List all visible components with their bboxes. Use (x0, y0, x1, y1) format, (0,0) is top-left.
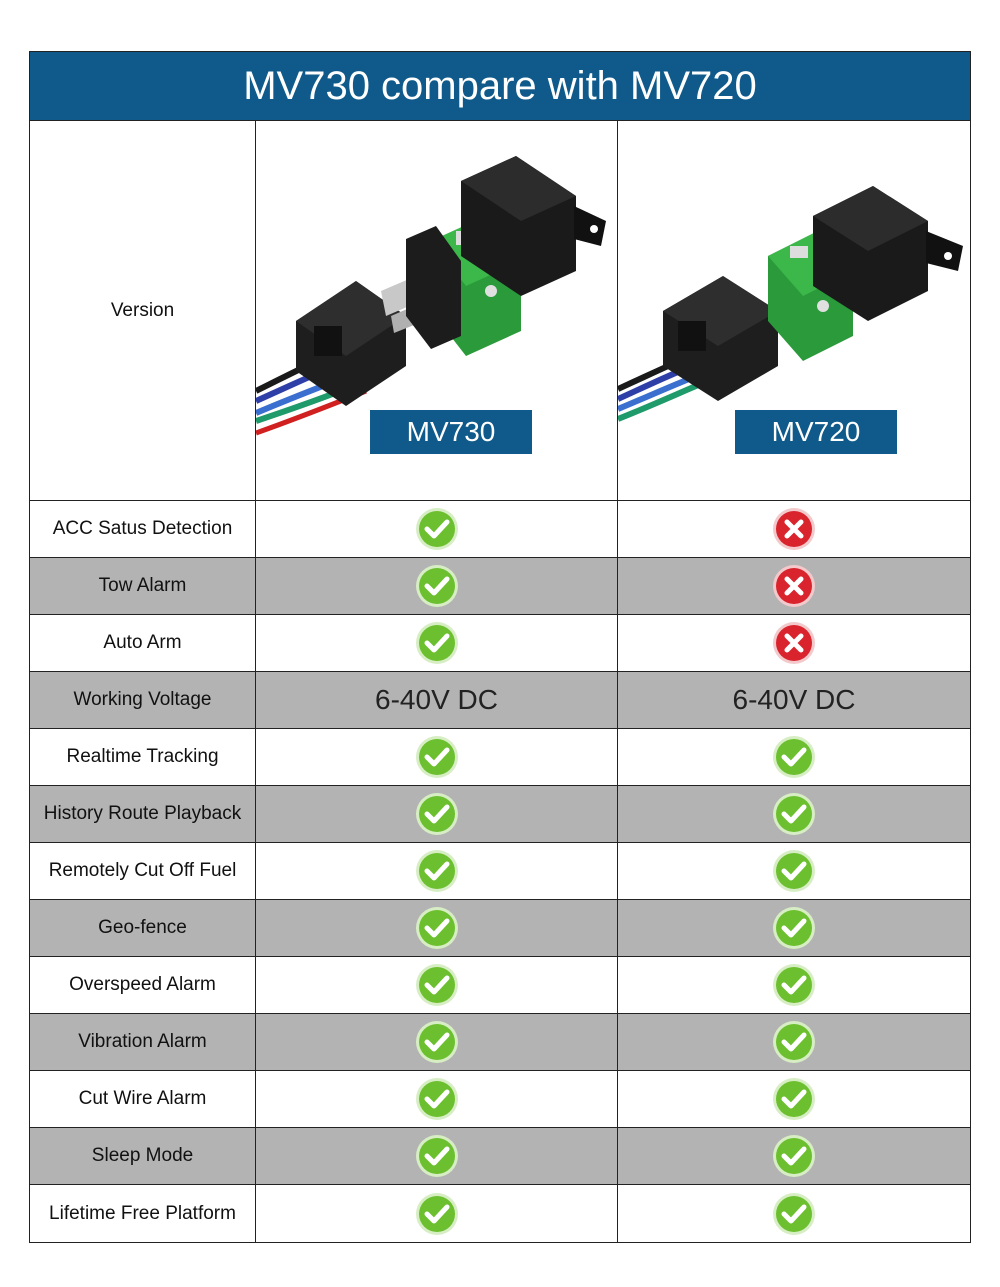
check-icon (773, 1078, 815, 1120)
mv720-cell: 6-40V DC (618, 672, 970, 728)
check-icon (415, 1078, 458, 1120)
check-icon (773, 907, 815, 949)
table-title: MV730 compare with MV720 (30, 52, 970, 121)
mv720-cell (618, 1185, 970, 1242)
cross-icon (773, 508, 815, 550)
relay-device-image (256, 156, 606, 436)
model-badge-mv720: MV720 (735, 410, 897, 454)
table-row: Realtime Tracking (30, 729, 970, 786)
mv720-cell (618, 1014, 970, 1070)
feature-label: History Route Playback (30, 786, 256, 842)
mv730-cell (256, 1185, 618, 1242)
feature-label: Cut Wire Alarm (30, 1071, 256, 1127)
mv720-cell (618, 615, 970, 671)
feature-label: Realtime Tracking (30, 729, 256, 785)
model-badge-mv730: MV730 (370, 410, 532, 454)
table-row: Vibration Alarm (30, 1014, 970, 1071)
mv730-cell (256, 1071, 618, 1127)
feature-label: Geo-fence (30, 900, 256, 956)
voltage-value: 6-40V DC (732, 684, 856, 715)
voltage-value: 6-40V DC (375, 684, 498, 715)
comparison-table: MV730 compare with MV720 Version (29, 51, 971, 1243)
check-icon (415, 850, 458, 892)
feature-label: Working Voltage (30, 672, 256, 728)
mv730-cell (256, 558, 618, 614)
feature-label: Lifetime Free Platform (30, 1185, 256, 1242)
mv730-cell (256, 786, 618, 842)
check-icon (415, 964, 458, 1006)
mv720-cell (618, 729, 970, 785)
check-icon (415, 1192, 458, 1235)
version-row: Version (30, 121, 970, 501)
check-icon (773, 1021, 815, 1063)
mv720-cell (618, 900, 970, 956)
check-icon (415, 508, 458, 550)
feature-label: Auto Arm (30, 615, 256, 671)
version-label: Version (30, 121, 256, 500)
mv720-cell (618, 1071, 970, 1127)
mv720-cell (618, 957, 970, 1013)
check-icon (415, 1021, 458, 1063)
mv730-cell (256, 1014, 618, 1070)
mv730-cell: 6-40V DC (256, 672, 618, 728)
check-icon (415, 622, 458, 664)
mv730-cell (256, 729, 618, 785)
mv720-cell (618, 1128, 970, 1184)
mv730-cell (256, 1128, 618, 1184)
mv720-cell (618, 501, 970, 557)
table-row: History Route Playback (30, 786, 970, 843)
check-icon (773, 793, 815, 835)
feature-label: Overspeed Alarm (30, 957, 256, 1013)
mv730-cell (256, 843, 618, 899)
mv730-cell (256, 900, 618, 956)
table-row: Working Voltage 6-40V DC 6-40V DC (30, 672, 970, 729)
product-mv720: MV720 (618, 121, 970, 500)
feature-label: Vibration Alarm (30, 1014, 256, 1070)
table-row: Auto Arm (30, 615, 970, 672)
mv730-cell (256, 615, 618, 671)
check-icon (773, 1135, 815, 1177)
check-icon (415, 565, 458, 607)
table-row: Sleep Mode (30, 1128, 970, 1185)
feature-label: Sleep Mode (30, 1128, 256, 1184)
check-icon (415, 736, 458, 778)
check-icon (415, 793, 458, 835)
check-icon (773, 850, 815, 892)
table-row: ACC Satus Detection (30, 501, 970, 558)
feature-label: ACC Satus Detection (30, 501, 256, 557)
check-icon (773, 1192, 815, 1235)
check-icon (415, 907, 458, 949)
table-row: Tow Alarm (30, 558, 970, 615)
cross-icon (773, 565, 815, 607)
cross-icon (773, 622, 815, 664)
feature-label: Remotely Cut Off Fuel (30, 843, 256, 899)
table-row: Geo-fence (30, 900, 970, 957)
table-row: Cut Wire Alarm (30, 1071, 970, 1128)
mv720-cell (618, 558, 970, 614)
table-row: Remotely Cut Off Fuel (30, 843, 970, 900)
table-row: Lifetime Free Platform (30, 1185, 970, 1242)
mv730-cell (256, 957, 618, 1013)
mv720-cell (618, 843, 970, 899)
feature-label: Tow Alarm (30, 558, 256, 614)
product-mv730: MV730 (256, 121, 618, 500)
check-icon (773, 736, 815, 778)
mv720-cell (618, 786, 970, 842)
mv730-cell (256, 501, 618, 557)
check-icon (773, 964, 815, 1006)
check-icon (415, 1135, 458, 1177)
relay-device-image (618, 186, 963, 422)
table-row: Overspeed Alarm (30, 957, 970, 1014)
